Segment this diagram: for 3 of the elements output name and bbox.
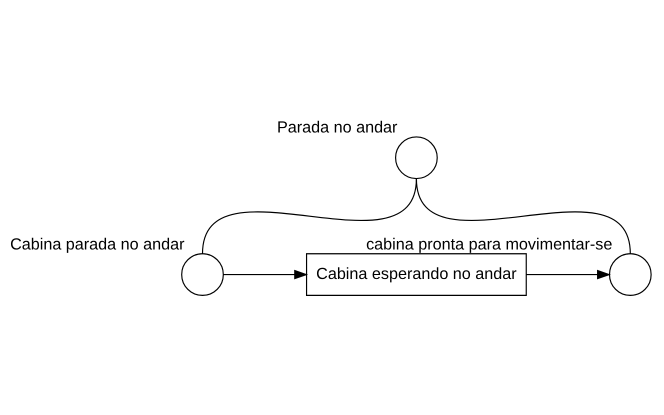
node-label: cabina pronta para movimentar-se — [366, 235, 612, 254]
node-label: Parada no andar — [276, 118, 398, 137]
node-label: Cabina parada no andar — [10, 235, 184, 254]
